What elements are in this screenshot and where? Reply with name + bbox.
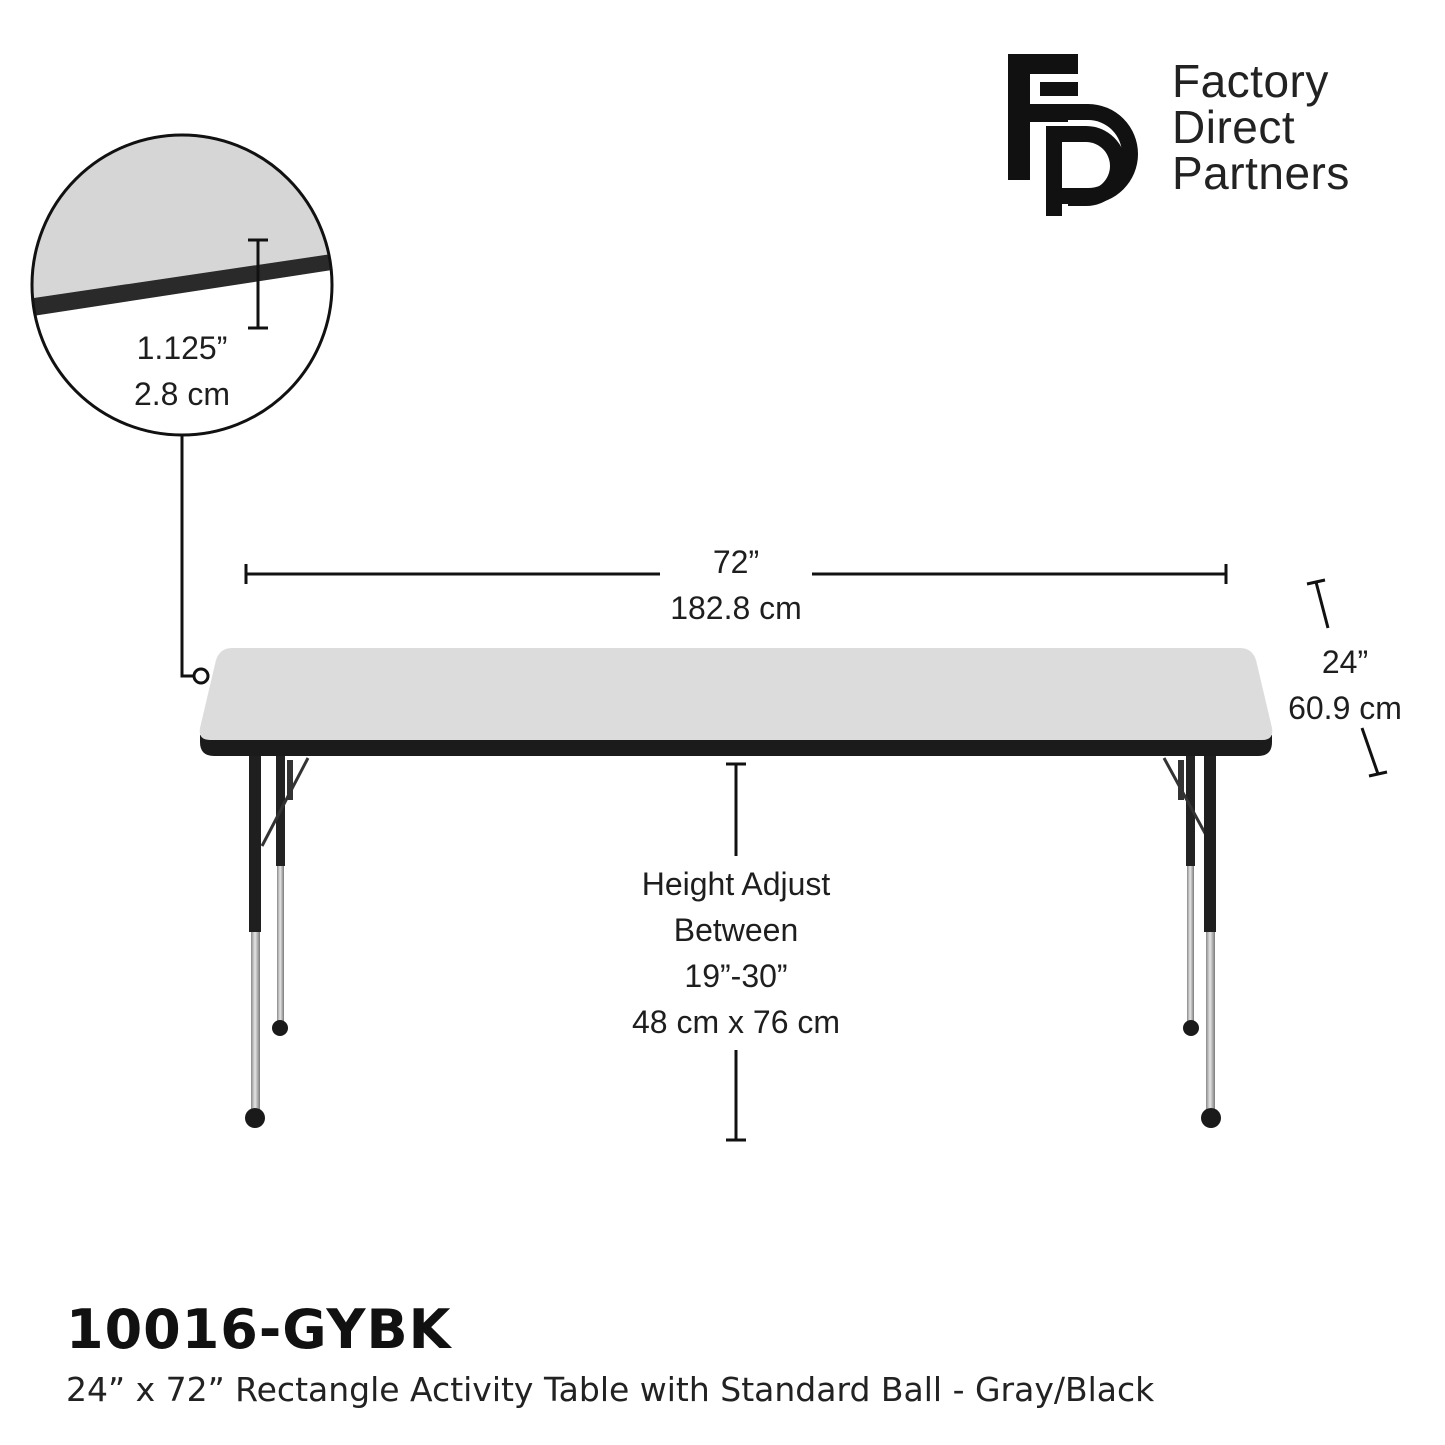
length-dimension-line <box>244 564 1228 584</box>
length-cm: 182.8 cm <box>670 590 802 626</box>
width-dimension-line <box>1306 578 1388 778</box>
height-label-line-1: Height Adjust <box>641 866 831 902</box>
width-inches: 24” <box>1321 644 1369 680</box>
brand-name-line-2: Direct <box>1172 101 1296 153</box>
length-inches: 72” <box>712 544 760 580</box>
brand-name-line-1: Factory <box>1172 55 1329 107</box>
height-label-line-4: 48 cm x 76 cm <box>631 1004 841 1040</box>
tabletop-surface <box>199 648 1273 740</box>
thickness-inches: 1.125” <box>136 330 228 366</box>
front-left-leg <box>245 756 265 1128</box>
front-right-leg <box>1201 756 1221 1128</box>
brand-name: Factory Direct Partners <box>1172 58 1350 196</box>
brand-logo-mark <box>1008 54 1138 216</box>
height-label-line-3: 19”-30” <box>684 958 788 994</box>
width-cm: 60.9 cm <box>1288 690 1402 726</box>
product-sku: 10016-GYBK <box>66 1298 452 1361</box>
product-description: 24” x 72” Rectangle Activity Table with … <box>66 1370 1155 1409</box>
height-dimension-line <box>726 762 746 1142</box>
thickness-cm: 2.8 cm <box>133 376 231 412</box>
brand-name-line-3: Partners <box>1172 147 1350 199</box>
back-right-leg <box>1183 756 1199 1036</box>
table-illustration <box>199 648 1273 1128</box>
edge-detail-magnifier <box>30 133 334 685</box>
height-label-line-2: Between <box>673 912 799 948</box>
tabletop-edge <box>200 735 1272 756</box>
